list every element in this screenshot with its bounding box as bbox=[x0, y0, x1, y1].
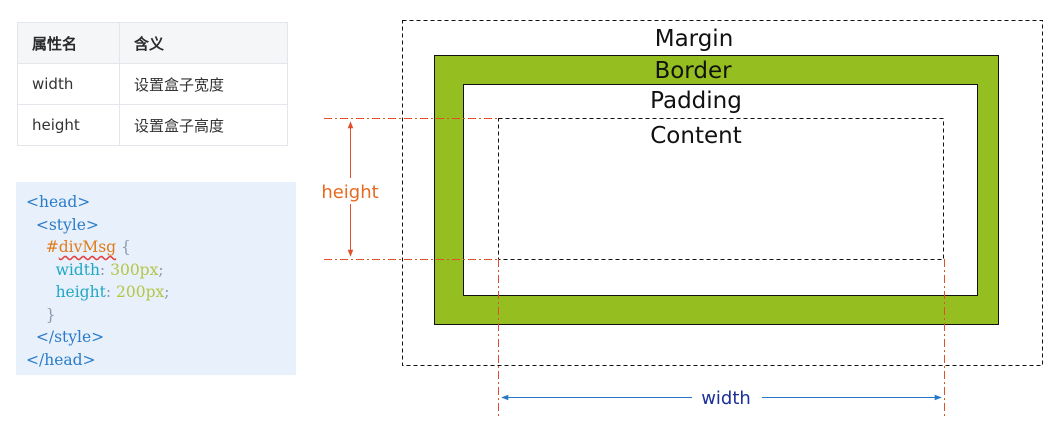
code-line: #divMsg { bbox=[26, 236, 296, 259]
property-table: 属性名 含义 width 设置盒子宽度 height 设置盒子高度 bbox=[17, 22, 288, 146]
column-header-property: 属性名 bbox=[17, 22, 120, 64]
style-open-tag: <style> bbox=[35, 215, 99, 234]
open-brace: { bbox=[121, 238, 131, 256]
code-line: </head> bbox=[26, 349, 296, 372]
height-value: 200px bbox=[115, 283, 165, 301]
border-label: Border bbox=[654, 58, 732, 84]
width-property: width bbox=[55, 260, 100, 279]
content-box bbox=[498, 118, 944, 260]
content-label: Content bbox=[650, 123, 741, 149]
table-header-row: 属性名 含义 bbox=[17, 22, 288, 64]
margin-label: Margin bbox=[655, 26, 734, 52]
code-line: </style> bbox=[26, 326, 296, 349]
colon: : bbox=[99, 260, 106, 279]
code-line: <head> bbox=[26, 191, 296, 214]
table-row: height 设置盒子高度 bbox=[17, 104, 288, 146]
code-line: height: 200px; bbox=[26, 281, 296, 304]
code-line: } bbox=[26, 304, 296, 327]
style-close-tag: </style> bbox=[35, 328, 105, 346]
head-close-tag: </head> bbox=[26, 350, 96, 369]
head-open-tag: <head> bbox=[26, 193, 91, 211]
padding-label: Padding bbox=[650, 88, 742, 114]
height-label: height bbox=[321, 182, 378, 203]
semicolon: ; bbox=[164, 283, 170, 301]
table-cell-meaning: 设置盒子宽度 bbox=[119, 63, 288, 105]
close-brace: } bbox=[45, 305, 56, 324]
table-cell-meaning: 设置盒子高度 bbox=[119, 104, 288, 146]
selector-hash: # bbox=[45, 238, 59, 256]
margin-box bbox=[402, 20, 1043, 366]
code-line: width: 300px; bbox=[26, 259, 296, 282]
padding-box bbox=[463, 84, 978, 296]
code-line: <style> bbox=[26, 214, 296, 237]
width-label: width bbox=[701, 388, 751, 409]
selector-name: divMsg bbox=[58, 238, 117, 256]
table-row: width 设置盒子宽度 bbox=[17, 63, 288, 105]
width-value: 300px bbox=[110, 260, 159, 279]
table-cell-property: height bbox=[17, 104, 120, 146]
column-header-meaning: 含义 bbox=[119, 22, 288, 64]
height-property: height bbox=[55, 283, 106, 301]
semicolon: ; bbox=[158, 260, 164, 279]
code-block: <head> <style> #divMsg { width: 300px; h… bbox=[16, 182, 296, 375]
colon: : bbox=[105, 283, 112, 301]
